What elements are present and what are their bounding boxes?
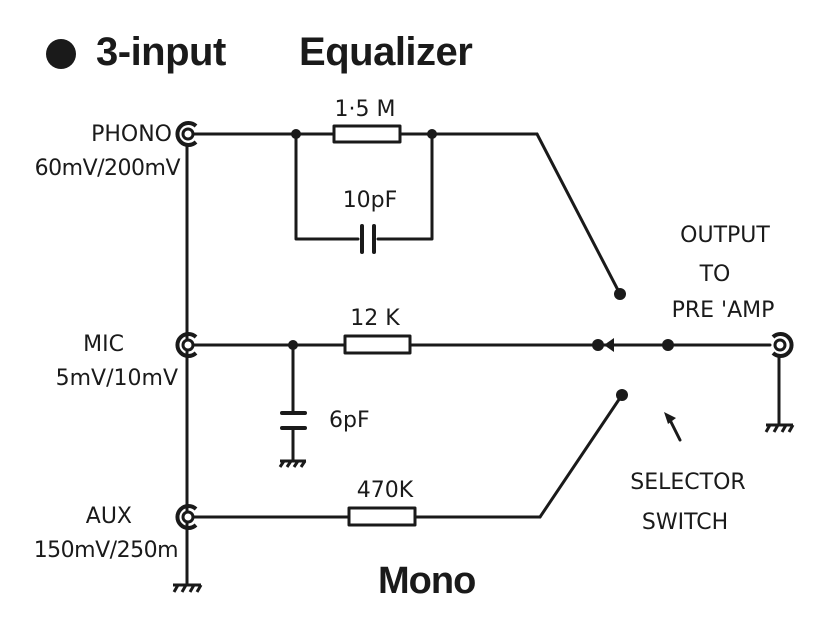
diagram-title: 3-input Equalizer <box>96 30 473 74</box>
aux-socket-icon <box>175 504 198 530</box>
mic-socket-icon <box>175 332 198 358</box>
mic-cap-ground-icon <box>278 459 307 468</box>
aux-resistor-label: 470K <box>356 478 414 503</box>
selector-pointer-line <box>668 418 682 442</box>
phono-input-label: PHONO <box>91 122 172 147</box>
phono-resistor-label: 1·5 M <box>334 97 396 122</box>
mic-capacitor-label: 6pF <box>329 408 370 433</box>
phono-switch-lead <box>535 132 622 296</box>
junction-dot <box>427 129 437 139</box>
junction-dot <box>288 340 298 350</box>
junction-dot <box>291 129 301 139</box>
switch-contact-aux <box>616 389 628 401</box>
switch-contact-phono <box>614 288 626 300</box>
output-socket-icon <box>771 332 794 358</box>
selector-label-line1: SELECTOR <box>630 470 746 495</box>
selector-label-line2: SWITCH <box>641 510 729 535</box>
selector-arrow-icon <box>664 412 676 424</box>
title-bullet-icon <box>46 39 76 69</box>
phono-cap-loop-2 <box>376 132 434 241</box>
phono-capacitor-label: 10pF <box>342 188 398 213</box>
switch-wiper-icon <box>604 338 614 352</box>
aux-resistor <box>347 506 417 527</box>
mic-level-label: 5mV/10mV <box>55 366 178 391</box>
switch-contact-mic <box>592 339 604 351</box>
mic-input-label: MIC <box>83 332 124 357</box>
aux-level-label: 150mV/250m <box>33 538 179 563</box>
output-label-line2: TO <box>699 262 731 287</box>
phono-cap-loop <box>294 132 360 241</box>
output-ground-icon <box>764 423 795 433</box>
switch-common-dot <box>662 339 674 351</box>
ground-icon <box>172 583 203 593</box>
phono-socket-icon <box>175 121 198 147</box>
aux-switch-lead <box>538 393 624 519</box>
mic-resistor-label: 12 K <box>350 306 400 331</box>
output-label-line3: PRE 'AMP <box>671 298 775 323</box>
output-label-line1: OUTPUT <box>680 223 770 248</box>
mono-caption: Mono <box>378 560 476 602</box>
aux-input-label: AUX <box>85 504 132 529</box>
mic-resistor <box>343 334 412 355</box>
phono-level-label: 60mV/200mV <box>34 156 181 181</box>
phono-resistor <box>332 124 402 144</box>
